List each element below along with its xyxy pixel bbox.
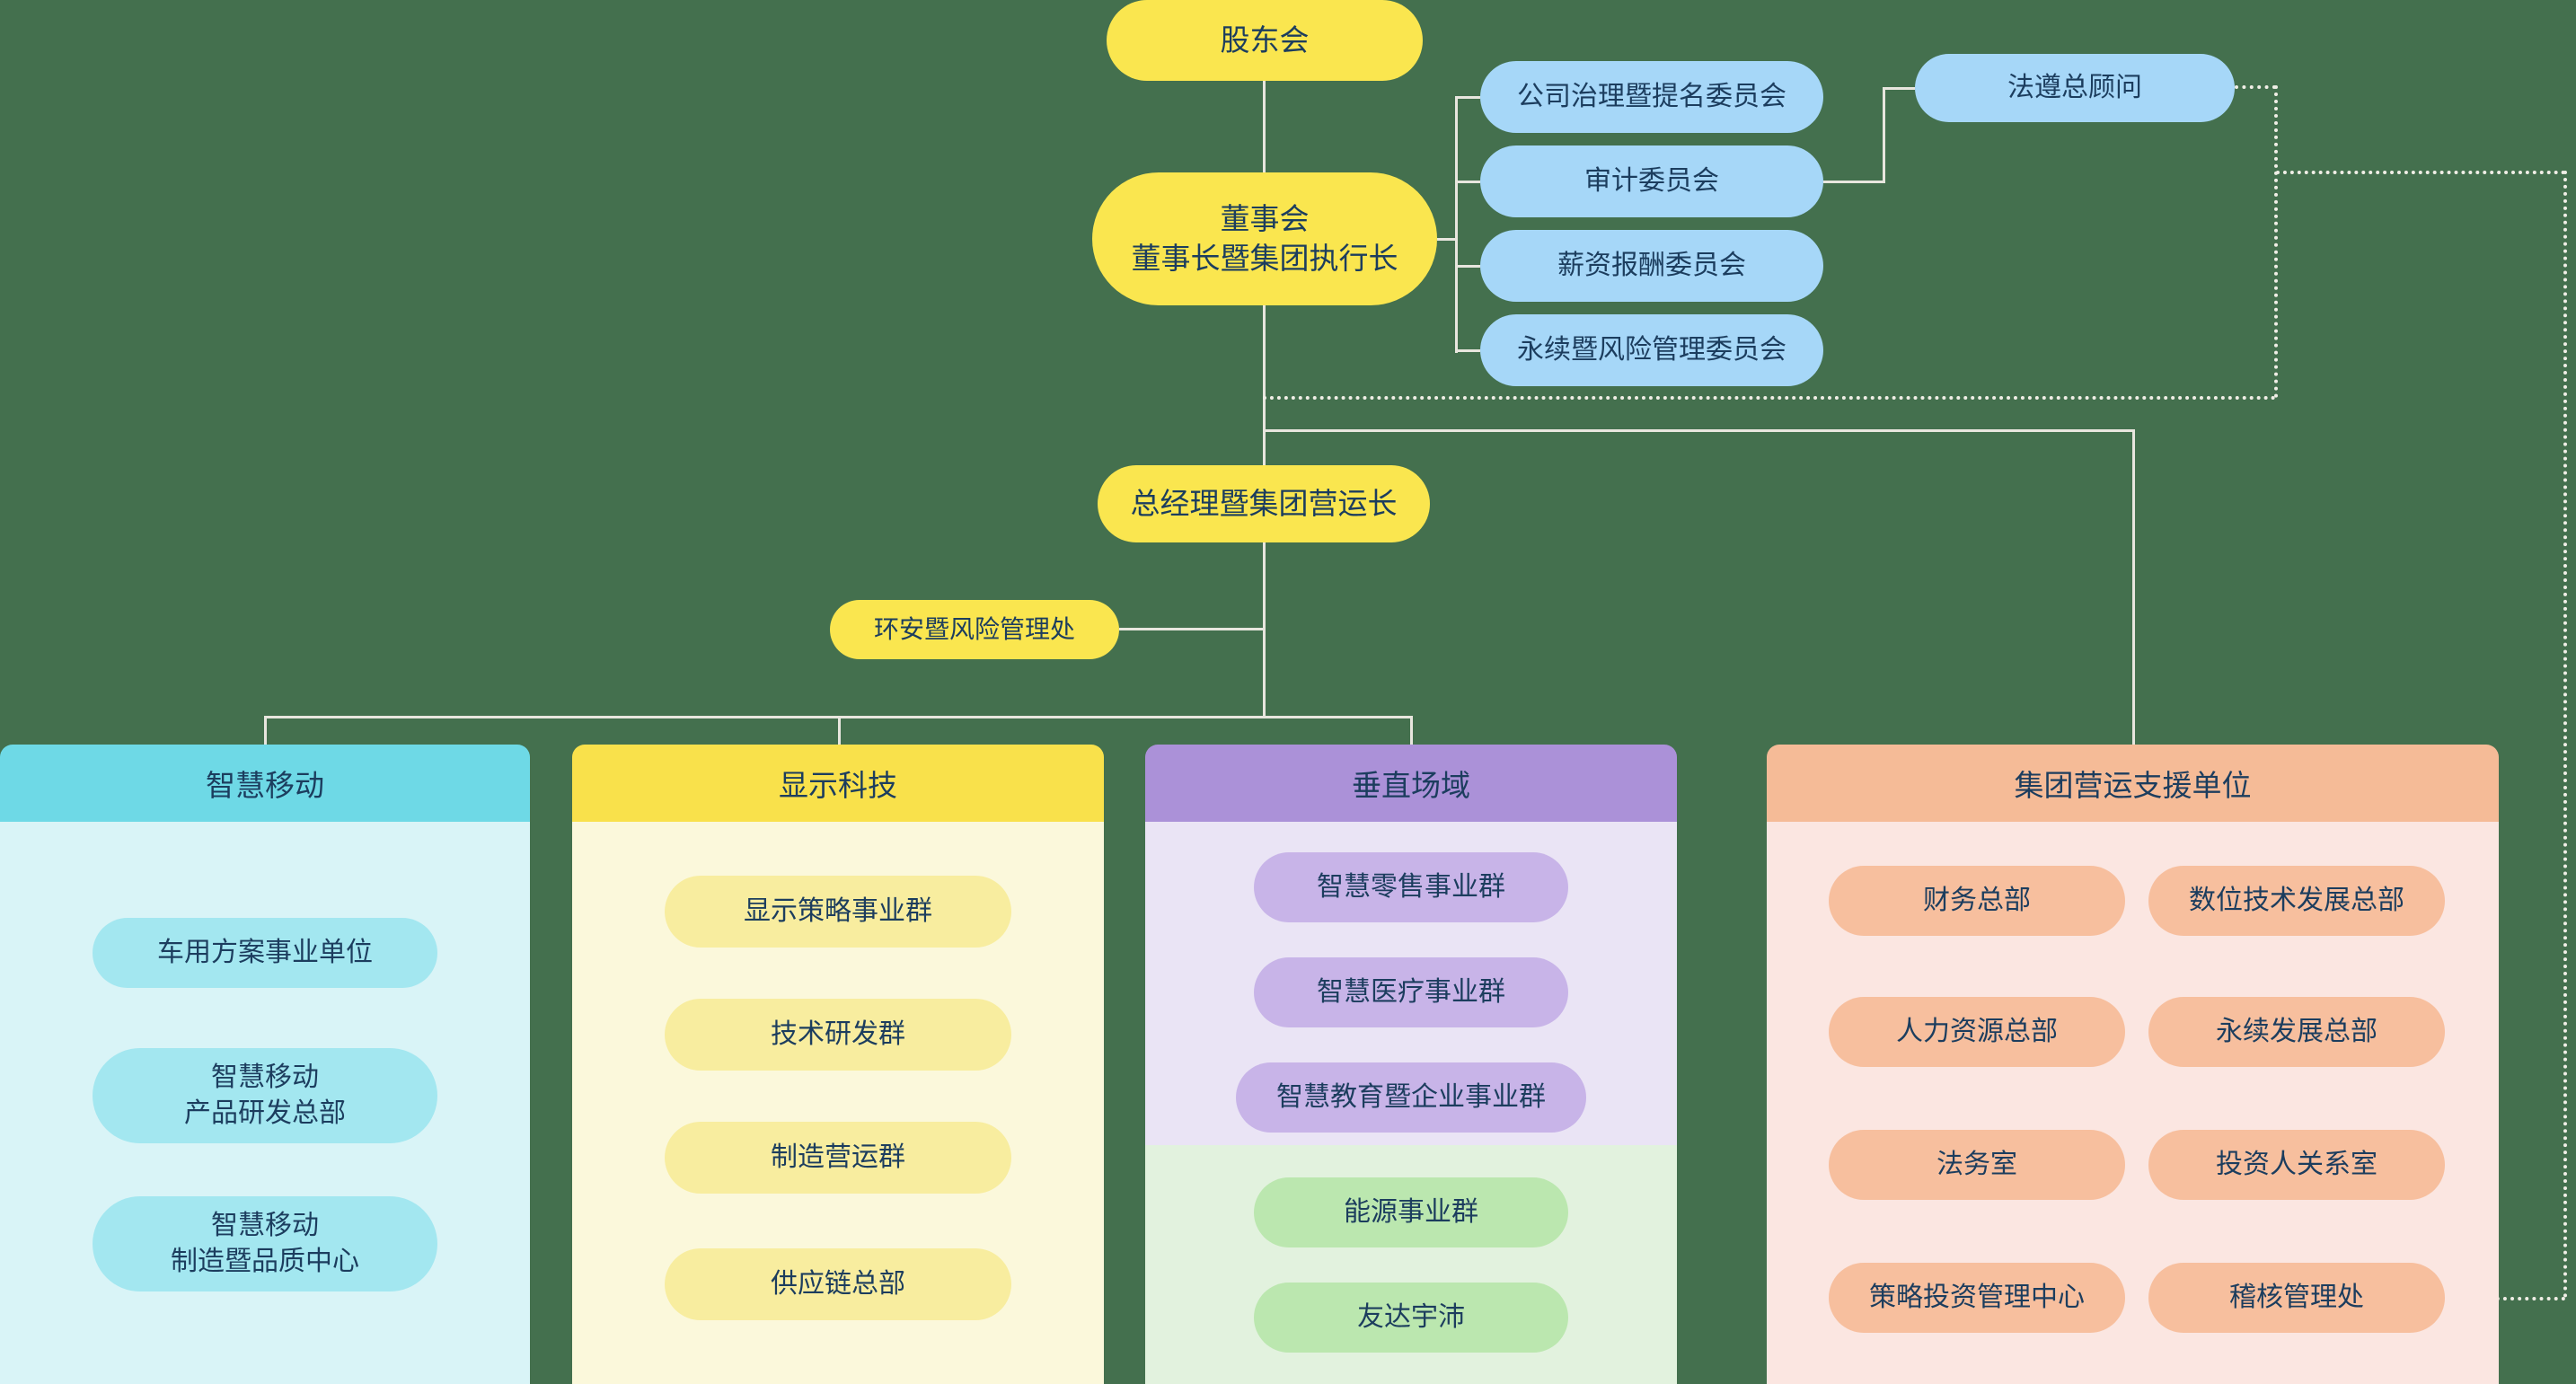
- unit-pill-digital-technology-hq: 数位技术发展总部: [2148, 866, 2445, 936]
- unit-pill-legal-office: 法务室: [1829, 1130, 2125, 1200]
- connector-committee-stub-4: [1455, 349, 1480, 352]
- connector-committee-bracket: [1455, 96, 1458, 353]
- dotted-to-audit-division: [2445, 1297, 2565, 1300]
- unit-pill-auo-envirotech: 友达宇沛: [1254, 1283, 1568, 1353]
- unit-pill-technology-rd: 技术研发群: [665, 999, 1011, 1071]
- connector-audit-advisor-h2: [1883, 87, 1915, 90]
- division-header-smart-mobility: 智慧移动: [0, 745, 530, 822]
- unit-pill-smart-medical: 智慧医疗事业群: [1254, 957, 1568, 1027]
- division-header-display-technology: 显示科技: [572, 745, 1104, 822]
- node-committee-audit: 审计委员会: [1480, 145, 1823, 217]
- unit-pill-display-strategy: 显示策略事业群: [665, 876, 1011, 948]
- division-card-group-support: 集团营运支援单位 财务总部 人力资源总部 法务室 策略投资管理中心 数位技术发展…: [1767, 745, 2499, 1384]
- connector-board-bracket-stub: [1437, 238, 1455, 241]
- unit-pill-energy: 能源事业群: [1254, 1177, 1568, 1247]
- division-card-vertical-domains: 垂直场域 智慧零售事业群 智慧医疗事业群 智慧教育暨企业事业群 能源事业群 友达…: [1145, 745, 1677, 1384]
- unit-pill-mobility-product-rd: 智慧移动 产品研发总部: [93, 1048, 437, 1143]
- division-header-group-support: 集团营运支援单位: [1767, 745, 2499, 822]
- connector-president-trunk: [1263, 542, 1266, 718]
- connector-shareholders-board: [1263, 81, 1266, 172]
- unit-pill-strategic-investment: 策略投资管理中心: [1829, 1263, 2125, 1333]
- node-president-coo: 总经理暨集团营运长: [1098, 465, 1430, 542]
- division-card-smart-mobility: 智慧移动 车用方案事业单位 智慧移动 产品研发总部 智慧移动 制造暨品质中心: [0, 745, 530, 1384]
- unit-pill-sustainability-hq: 永续发展总部: [2148, 997, 2445, 1067]
- node-committee-compensation: 薪资报酬委员会: [1480, 230, 1823, 302]
- unit-pill-investor-relations: 投资人关系室: [2148, 1130, 2445, 1200]
- dotted-right-edge-v: [2563, 171, 2567, 1299]
- connector-committee-stub-2: [1455, 181, 1480, 183]
- connector-division3-stub: [1410, 716, 1413, 745]
- unit-pill-supply-chain: 供应链总部: [665, 1248, 1011, 1320]
- division-header-vertical-domains: 垂直场域: [1145, 745, 1677, 822]
- connector-committee-stub-3: [1455, 265, 1480, 268]
- node-esh-risk-division: 环安暨风险管理处: [830, 600, 1119, 659]
- connector-board-president-trunk: [1263, 305, 1266, 465]
- connector-support-branch-h: [1263, 429, 2132, 432]
- node-shareholders: 股东会: [1107, 0, 1423, 81]
- division-card-display-technology: 显示科技 显示策略事业群 技术研发群 制造营运群 供应链总部: [572, 745, 1104, 1384]
- node-compliance-advisor: 法遵总顾问: [1915, 54, 2235, 122]
- connector-committee-stub-1: [1455, 96, 1480, 99]
- unit-pill-audit-management: 稽核管理处: [2148, 1263, 2445, 1333]
- unit-pill-finance-hq: 财务总部: [1829, 866, 2125, 936]
- node-board: 董事会 董事长暨集团执行长: [1092, 172, 1437, 305]
- unit-pill-smart-retail: 智慧零售事业群: [1254, 852, 1568, 922]
- unit-pill-manufacturing-operations: 制造营运群: [665, 1122, 1011, 1194]
- unit-pill-automotive-solution: 车用方案事业单位: [93, 918, 437, 988]
- connector-audit-advisor-v: [1883, 87, 1885, 183]
- connector-support-branch-v: [2132, 429, 2135, 745]
- unit-pill-smart-education-enterprise: 智慧教育暨企业事业群: [1236, 1062, 1586, 1133]
- connector-division1-stub: [264, 716, 267, 745]
- connector-audit-advisor-h1: [1823, 181, 1883, 183]
- unit-pill-mobility-mfg-quality: 智慧移动 制造暨品质中心: [93, 1196, 437, 1291]
- dotted-advisor-right: [2235, 85, 2276, 89]
- dotted-audit-right-h: [2276, 171, 2565, 174]
- connector-esh-branch: [1119, 628, 1263, 630]
- unit-pill-hr-hq: 人力资源总部: [1829, 997, 2125, 1067]
- dotted-advisor-to-trunk: [1263, 396, 2276, 400]
- dotted-advisor-down: [2274, 85, 2278, 398]
- node-committee-governance-nomination: 公司治理暨提名委员会: [1480, 61, 1823, 133]
- node-committee-sustainability-risk: 永续暨风险管理委员会: [1480, 314, 1823, 386]
- connector-division2-stub: [838, 716, 841, 745]
